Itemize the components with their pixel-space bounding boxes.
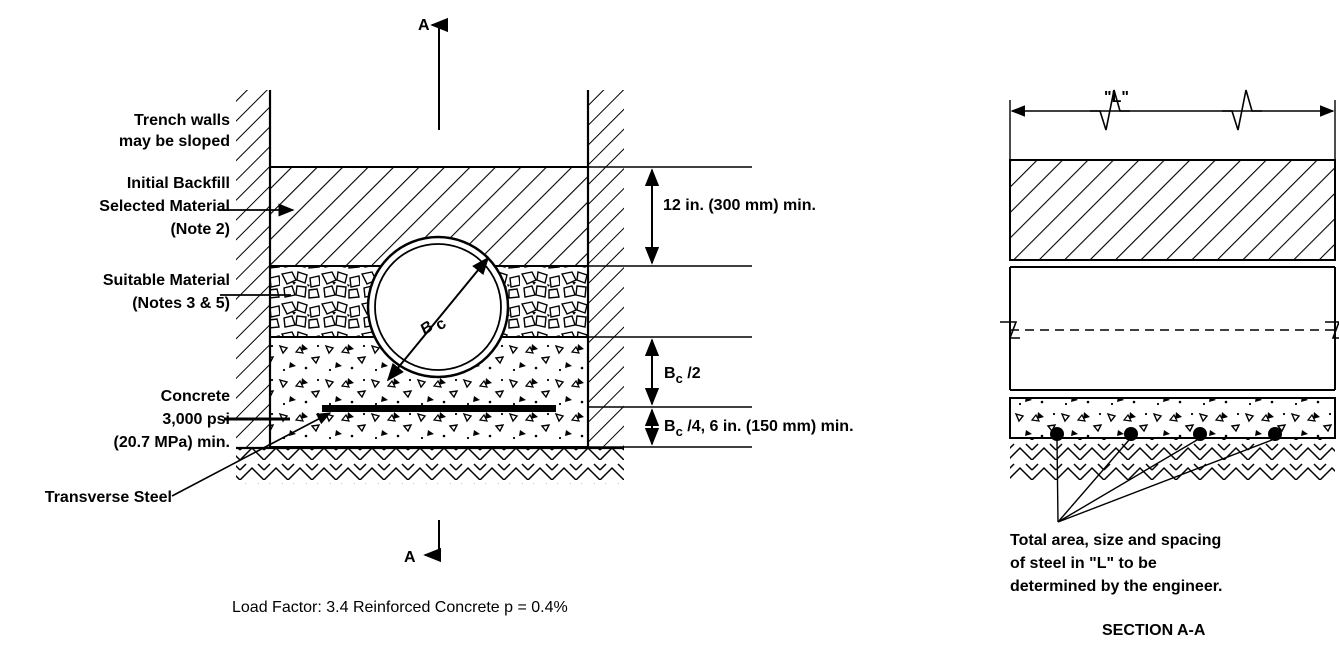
trench-wall-right [588,90,624,448]
dimension-lines: 12 in. (300 mm) min. Bc /2 Bc /4, 6 in. … [588,166,854,448]
section-marker-bottom: A [404,520,442,566]
foundation-soil [236,448,624,484]
section-foundation-soil [1010,438,1335,482]
label-transverse-steel: Transverse Steel [45,489,172,506]
steel-note-1: Total area, size and spacing [1010,532,1221,549]
label-concrete-3: (20.7 MPa) min. [114,434,230,451]
section-a-a: "L" [1000,89,1339,639]
trench-wall-left [236,90,270,448]
label-concrete-2: 3,000 psi [162,411,230,428]
pipe: B c [366,235,510,382]
section-pipe-band [1000,267,1339,390]
label-suitable-material-1: Suitable Material [103,272,230,289]
section-backfill-band [1009,159,1336,261]
steel-note-2: of steel in "L" to be [1010,555,1157,572]
label-initial-backfill-3: (Note 2) [170,221,230,238]
label-trench-walls-1: Trench walls [134,112,230,129]
svg-text:A: A [418,17,430,34]
section-title: SECTION A-A [1102,622,1206,639]
dim-quarter-diameter: Bc /4, 6 in. (150 mm) min. [664,418,854,439]
label-suitable-material-2: (Notes 3 & 5) [132,295,230,312]
label-concrete-1: Concrete [161,388,230,405]
load-factor-caption: Load Factor: 3.4 Reinforced Concrete p =… [232,599,568,616]
svg-text:A: A [404,549,416,566]
steel-note-3: determined by the engineer. [1010,578,1223,595]
section-steel-bars [1050,427,1282,441]
label-initial-backfill-1: Initial Backfill [127,175,230,192]
label-initial-backfill-2: Selected Material [99,198,230,215]
section-leader-lines [1056,439,1273,523]
section-marker-top: A [418,17,449,130]
dim-half-diameter: Bc /2 [664,365,701,386]
transverse-steel-bar [322,405,556,412]
dim-backfill-depth: 12 in. (300 mm) min. [663,197,816,214]
trench-section: A B c A [45,17,854,616]
label-trench-walls-2: may be sloped [119,133,230,150]
